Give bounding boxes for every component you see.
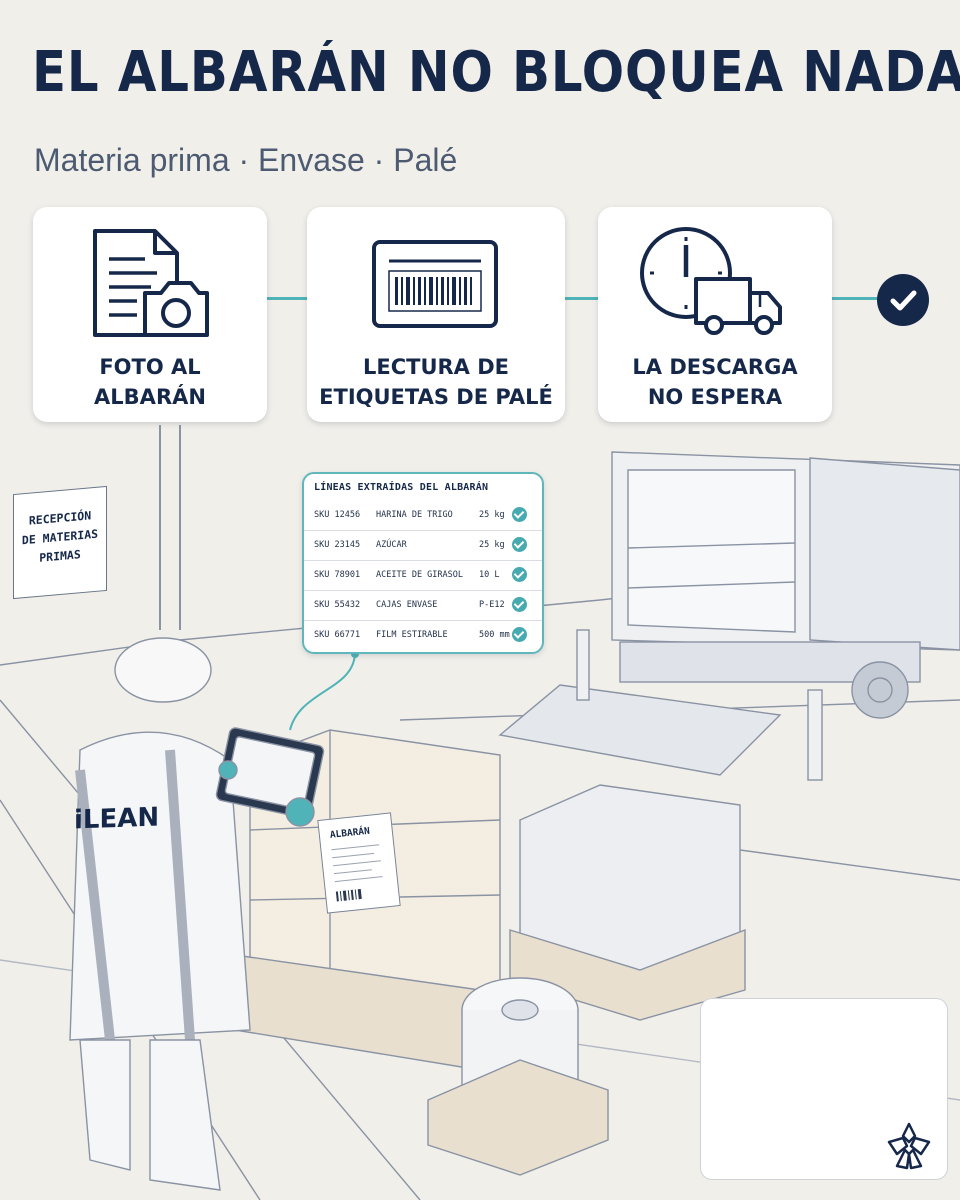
- step-card-labels: LECTURA DE ETIQUETAS DE PALÉ: [307, 207, 565, 422]
- step-connector: [832, 297, 878, 300]
- page-title: EL ALBARÁN NO BLOQUEA NADA: [32, 40, 960, 105]
- check-icon: [512, 627, 527, 642]
- completed-check-icon: [877, 274, 929, 326]
- extracted-lines-panel: LÍNEAS EXTRAÍDAS DEL ALBARÁN SKU 12456 H…: [302, 472, 544, 654]
- check-icon: [512, 507, 527, 522]
- table-row: SKU 55432 CAJAS ENVASE P-E12: [304, 590, 542, 621]
- step-label: FOTO AL ALBARÁN: [94, 355, 206, 409]
- reception-wall-sign: RECEPCIÓN DE MATERIAS PRIMAS: [13, 485, 107, 600]
- table-row: SKU 78901 ACEITE DE GIRASOL 10 L: [304, 560, 542, 591]
- step-connector: [565, 297, 598, 300]
- table-row: SKU 12456 HARINA DE TRIGO 25 kg: [304, 500, 542, 531]
- document-camera-icon: [93, 229, 209, 337]
- flower-logo-icon: [887, 1122, 931, 1170]
- warehouse-scene-illustration: [0, 425, 960, 1200]
- step-label: LECTURA DE ETIQUETAS DE PALÉ: [319, 355, 553, 409]
- step-label: LA DESCARGA NO ESPERA: [632, 355, 798, 409]
- check-icon: [512, 537, 527, 552]
- check-icon: [512, 597, 527, 612]
- page-subtitle: Materia prima · Envase · Palé: [34, 142, 458, 178]
- step-connector: [267, 297, 307, 300]
- clock-truck-icon: [640, 227, 782, 335]
- vest-brand-text: iLEAN: [74, 802, 160, 836]
- delivery-note-sheet: ALBARÁN: [317, 812, 401, 914]
- table-row: SKU 23145 AZÚCAR 25 kg: [304, 530, 542, 561]
- table-row: SKU 66771 FILM ESTIRABLE 500 mm: [304, 620, 542, 650]
- check-icon: [512, 567, 527, 582]
- step-card-unloading: LA DESCARGA NO ESPERA: [598, 207, 832, 422]
- step-card-photo: FOTO AL ALBARÁN: [33, 207, 267, 422]
- barcode-label-icon: [372, 240, 498, 328]
- blank-panel: [700, 998, 948, 1180]
- panel-title: LÍNEAS EXTRAÍDAS DEL ALBARÁN: [314, 482, 489, 493]
